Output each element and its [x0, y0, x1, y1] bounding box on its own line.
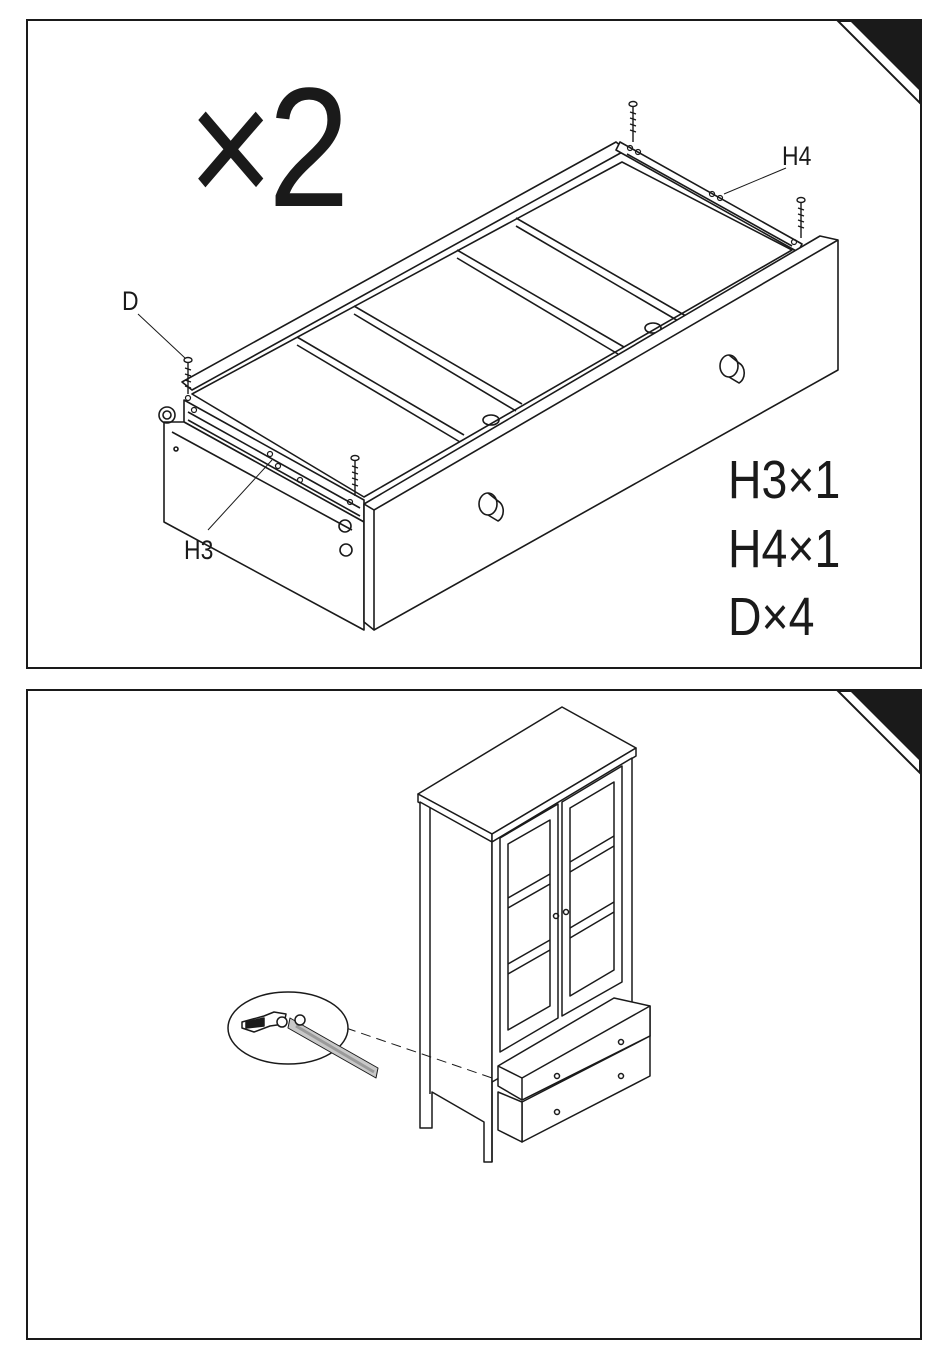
parts-list-item: D×4 [728, 590, 814, 644]
screw-icon [184, 358, 192, 395]
label-h4: H4 [782, 143, 811, 170]
screw-icon [629, 102, 637, 143]
cabinet-door-right [562, 766, 622, 1016]
cabinet-door-left [500, 804, 558, 1052]
parts-list-item: H3×1 [728, 453, 840, 507]
detail-magnifier-icon [228, 992, 378, 1078]
label-h3: H3 [184, 537, 213, 564]
step-panel-drawer-insertion [26, 689, 922, 1340]
label-d: D [122, 288, 139, 315]
cabinet-side [420, 802, 492, 1162]
quantity-multiplier: ×2 [188, 63, 344, 233]
step-panel-drawer-assembly: ×2 D H3 H4 H3×1 H4×1 D×4 [26, 19, 922, 669]
leader-line-d [138, 314, 185, 358]
screw-icon [797, 198, 805, 239]
runner-wheel [159, 407, 175, 423]
parts-list-item: H4×1 [728, 522, 840, 576]
leader-line-h4 [724, 168, 786, 194]
cabinet-illustration [28, 691, 922, 1340]
